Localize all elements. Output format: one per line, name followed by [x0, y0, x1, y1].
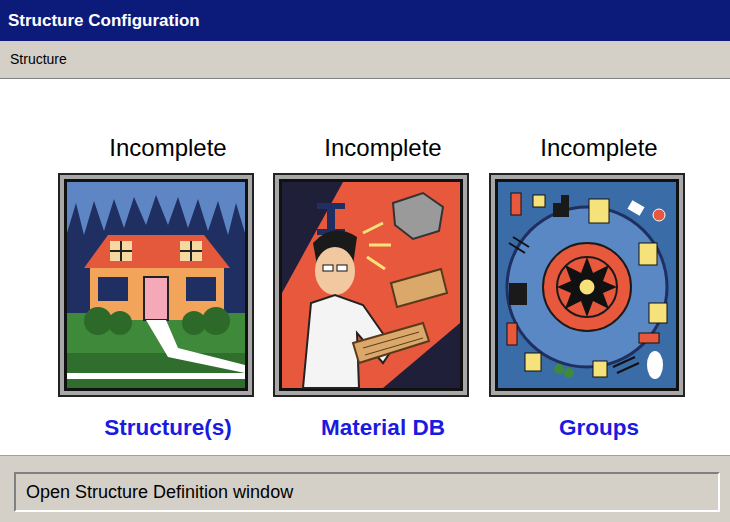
material-icon — [273, 173, 469, 397]
menu-bar: Structure — [0, 41, 730, 79]
title-bar: Structure Configuration — [0, 0, 730, 41]
title-bar-text: Structure Configuration — [0, 0, 730, 41]
status-panel: Open Structure Definition window — [14, 472, 720, 512]
link-label: Material DB — [261, 410, 505, 446]
link-label: Groups — [477, 410, 721, 446]
status-heading: Incomplete — [46, 128, 290, 168]
icon-tile: IncompleteGroups — [477, 128, 721, 448]
menu-bar-text: Structure — [0, 41, 730, 77]
link-label: Structure(s) — [46, 410, 290, 446]
structure-icon — [58, 173, 254, 397]
status-heading: Incomplete — [261, 128, 505, 168]
groups-icon — [489, 173, 685, 397]
icon-tile: IncompleteStructure(s) — [46, 128, 290, 448]
icon-tile: IncompleteMaterial DB — [261, 128, 505, 448]
status-heading: Incomplete — [477, 128, 721, 168]
status-panel-text: Open Structure Definition window — [16, 474, 718, 510]
